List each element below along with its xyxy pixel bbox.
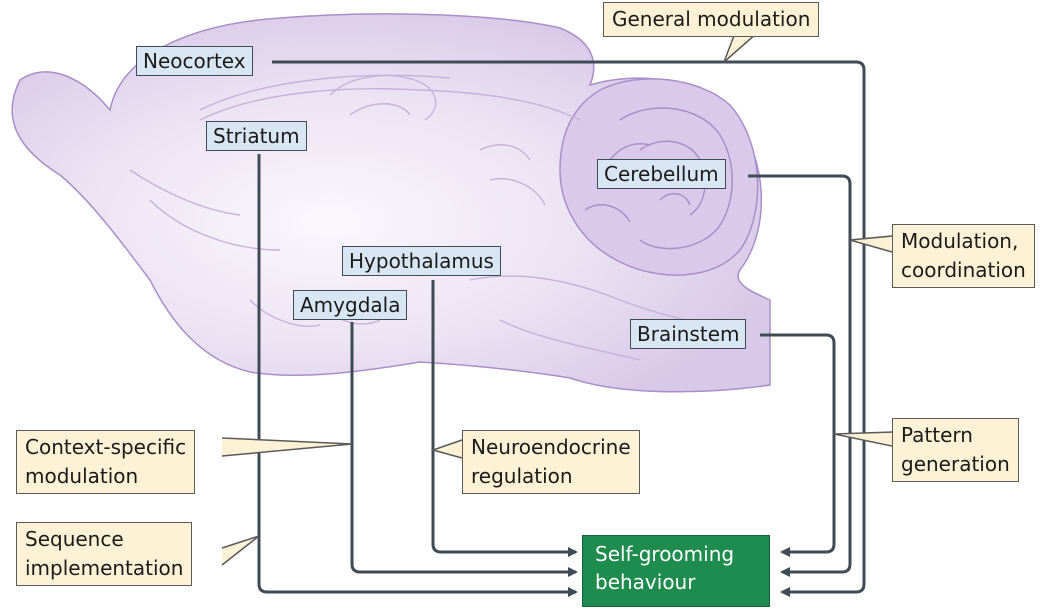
- neuroendocrine-regulation-callout: Neuroendocrine regulation: [462, 430, 640, 494]
- brainstem-label: Brainstem: [630, 319, 747, 349]
- amygdala-pathway: [350, 322, 578, 577]
- general-modulation-callout: General modulation: [603, 2, 820, 37]
- brainstem-pathway: [760, 333, 836, 557]
- sequence-implementation-callout: Sequence implementation: [16, 522, 193, 586]
- self-grooming-behaviour-box: Self-grooming behaviour: [582, 535, 770, 607]
- context-specific-modulation-callout: Context-specific modulation: [16, 430, 196, 494]
- modulation-coordination-callout: Modulation, coordination: [892, 224, 1035, 288]
- cerebellum-pathway: [748, 174, 852, 577]
- hypothalamus-pathway: [431, 280, 578, 557]
- brain-contours: [129, 74, 741, 361]
- striatum-pathway: [257, 154, 578, 597]
- cerebellum-label: Cerebellum: [597, 159, 726, 189]
- hypothalamus-label: Hypothalamus: [342, 246, 501, 276]
- amygdala-label: Amygdala: [293, 290, 408, 320]
- neocortex-label: Neocortex: [136, 46, 253, 76]
- callout-pointers: [221, 32, 893, 566]
- connection-lines: [257, 60, 866, 597]
- brain-illustration: [11, 13, 771, 393]
- neocortex-pathway: [272, 60, 866, 597]
- pattern-generation-callout: Pattern generation: [892, 418, 1019, 482]
- striatum-label: Striatum: [206, 121, 307, 151]
